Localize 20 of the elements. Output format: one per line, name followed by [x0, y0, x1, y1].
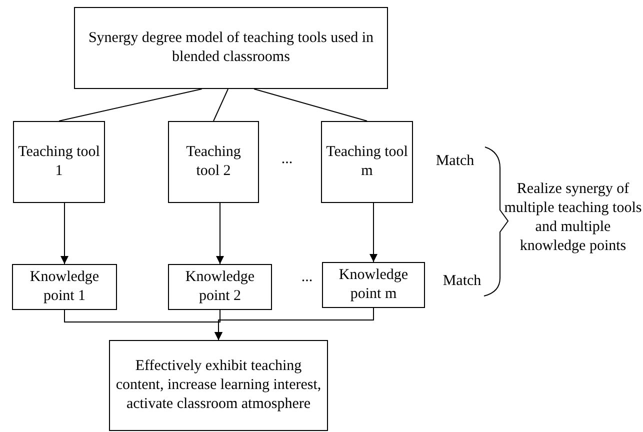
process-box: Knowledge point m — [322, 262, 425, 308]
process-box: Teaching tool 2 — [168, 121, 259, 203]
arrow — [214, 308, 374, 340]
arrow — [216, 202, 224, 264]
annotation-text: Match — [442, 272, 482, 291]
annotation-text: ... — [300, 268, 314, 287]
annotation-text: ... — [280, 150, 294, 169]
process-box: Teaching tool 1 — [13, 121, 105, 203]
annotation-text: Match — [434, 152, 476, 171]
process-box: Knowledge point 2 — [168, 264, 272, 310]
process-box: Synergy degree model of teaching tools used in blended classrooms — [74, 7, 388, 89]
connector-line — [58, 88, 202, 122]
process-box: Teaching tool m — [321, 121, 413, 203]
arrow — [370, 202, 378, 262]
annotation-text: Realize synergy of multiple teaching tools and multiple knowledge points — [503, 180, 643, 256]
arrow — [60, 202, 68, 264]
process-box: Knowledge point 1 — [12, 264, 117, 310]
process-box: Effectively exhibit teaching content, increase learning interest, activate classroom atmosphere — [109, 340, 328, 431]
connector-line — [254, 88, 368, 122]
connector-line — [213, 88, 229, 122]
